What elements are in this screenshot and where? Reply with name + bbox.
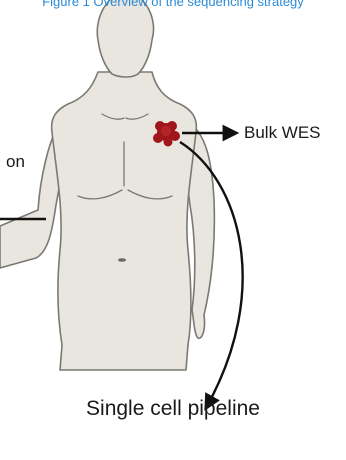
torso — [52, 72, 197, 370]
left-label-partial: on — [6, 152, 25, 172]
single-cell-label: Single cell pipeline — [0, 397, 346, 421]
figure-caption: Figure 1 Overview of the sequencing stra… — [0, 0, 346, 10]
head — [97, 0, 153, 77]
bulk-wes-label: Bulk WES — [244, 123, 321, 143]
navel — [118, 258, 126, 262]
human-figure — [0, 0, 214, 370]
